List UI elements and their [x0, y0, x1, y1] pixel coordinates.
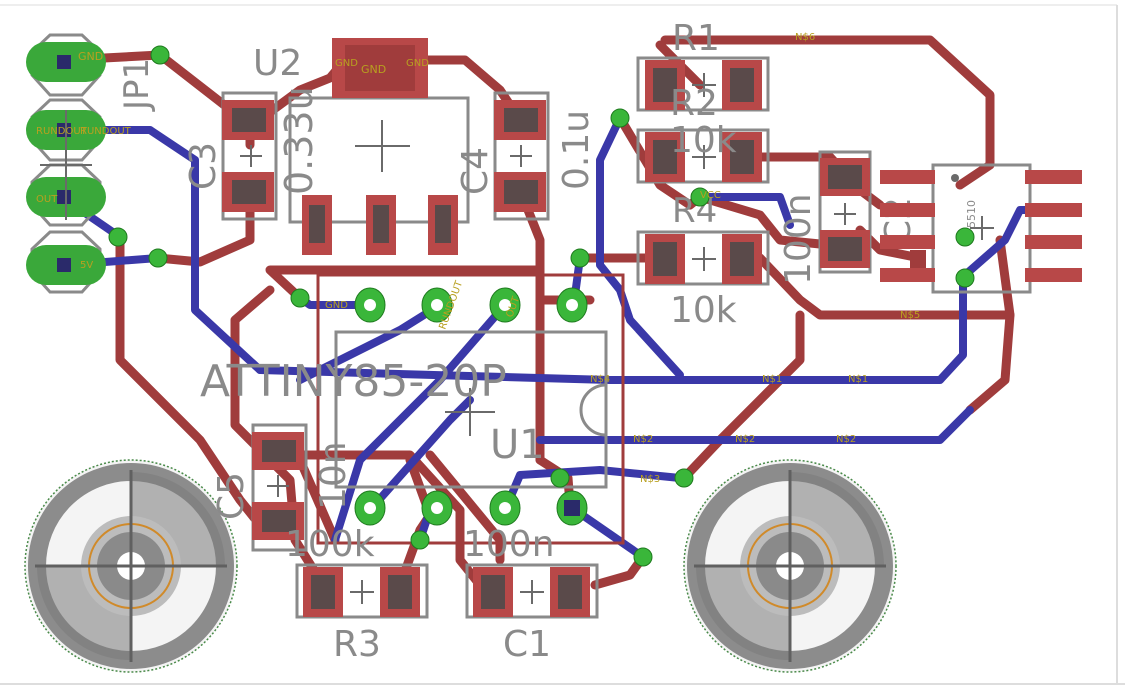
- net-label-n5: N$5: [900, 310, 920, 321]
- c4-value-label: 0.1u: [556, 110, 597, 190]
- ic-5510-label: 5510: [965, 200, 978, 228]
- jp1-label: JP1: [117, 58, 157, 112]
- r4-resistor: R4 10k: [636, 191, 770, 331]
- net-label-n2-c: N$2: [836, 434, 856, 445]
- r2-value-label: 10k: [670, 120, 737, 161]
- net-label-n1-a: N$1: [762, 374, 782, 385]
- mounting-hole-left: [24, 459, 238, 673]
- u2-value-label: 0.33u: [277, 86, 321, 195]
- c5-capacitor: C5 10n: [211, 423, 354, 552]
- u1-attiny85: ATTINY85-20P U1: [200, 273, 625, 545]
- c3-capacitor: C3: [183, 91, 278, 221]
- c1-label: C1: [503, 624, 551, 665]
- bottom-layer-traces: [62, 114, 1069, 561]
- c1-capacitor: C1 100n: [463, 524, 599, 665]
- jp1-pin-5v-label: 5V: [80, 260, 93, 271]
- u2-gnd-left-label: GND: [335, 58, 358, 69]
- jp1-pin-rundout-label-2: RUNDOUT: [80, 126, 132, 137]
- u1-value-label: ATTINY85-20P: [200, 356, 507, 407]
- r2-label: R2: [670, 83, 718, 124]
- u1-pins: [354, 287, 588, 526]
- u2-label: U2: [253, 43, 302, 84]
- c2-value-label: 100n: [778, 193, 819, 285]
- jp1-pin-rundout-label: RUNDOUT: [36, 126, 88, 137]
- jp1-pin-gnd-label: GND: [78, 50, 103, 63]
- ic-5510: 5510: [880, 163, 1082, 294]
- c4-capacitor: C4 0.1u: [455, 91, 597, 221]
- u2-gnd-right-label: GND: [406, 58, 429, 69]
- net-label-gnd-u1: GND: [325, 300, 348, 311]
- net-label-n6: N$6: [795, 32, 815, 43]
- net-label-vcc: VCC: [700, 190, 721, 201]
- u2-gnd-label: GND: [361, 63, 386, 76]
- r1-resistor: R1: [636, 18, 770, 112]
- c5-label: C5: [211, 472, 252, 520]
- r1-label: R1: [672, 18, 720, 59]
- c5-value-label: 10n: [313, 441, 354, 510]
- r3-label: R3: [333, 624, 381, 665]
- net-label-n2-a: N$2: [633, 434, 653, 445]
- r2-resistor: R2 10k: [636, 83, 770, 184]
- r3-resistor: R3 100k: [285, 524, 429, 665]
- net-label-n1-b: N$1: [848, 374, 868, 385]
- net-label-n3: N$3: [640, 474, 660, 485]
- net-label-n2-b: N$2: [735, 434, 755, 445]
- c4-label: C4: [455, 147, 496, 195]
- c3-label: C3: [183, 142, 224, 190]
- mounting-hole-right: [683, 459, 897, 673]
- u1-label: U1: [490, 422, 545, 468]
- jp1-header: JP1 GND RUNDOUT RUNDOUT OUT 5V: [26, 33, 157, 294]
- r3-value-label: 100k: [285, 524, 375, 565]
- u2-regulator: U2 GND GND GND 0.33u: [253, 38, 470, 255]
- vias: [108, 45, 975, 567]
- c1-value-label: 100n: [463, 524, 555, 565]
- net-label-n4: N$4: [590, 374, 610, 385]
- r4-value-label: 10k: [670, 290, 737, 331]
- jp1-pin-out-label: OUT: [36, 194, 58, 205]
